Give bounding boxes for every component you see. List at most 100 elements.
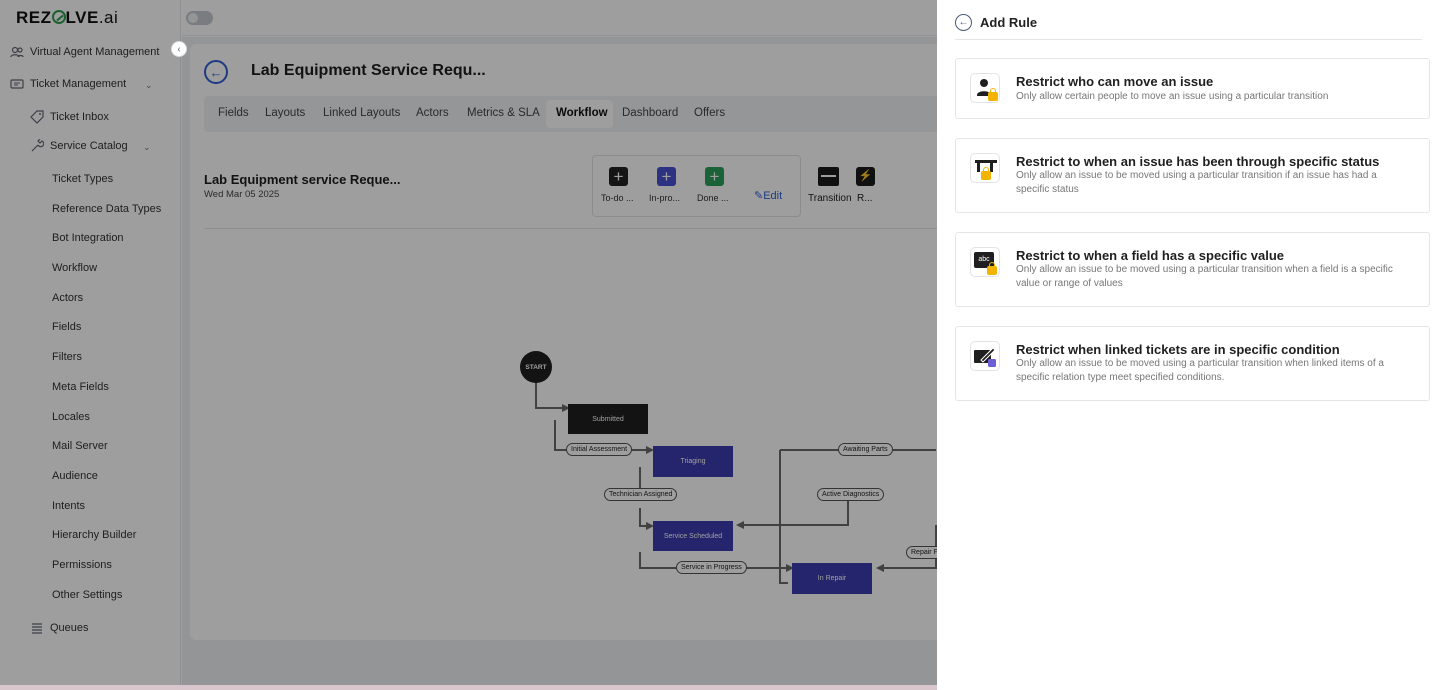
status-panel: [592, 155, 801, 217]
sidebar-subitem-reference-data-types[interactable]: Reference Data Types: [52, 203, 162, 215]
transition-initial-assessment[interactable]: Initial Assessment: [566, 443, 633, 456]
inprogress-status-label: In-pro...: [649, 193, 681, 203]
edit-button[interactable]: ✎Edit: [754, 190, 783, 202]
sidebar-item-ticket-management[interactable]: Ticket Management: [10, 77, 126, 91]
queues-icon: [32, 623, 42, 634]
add-todo-status-button[interactable]: +: [609, 167, 628, 186]
rule-title: Restrict to when a field has a specific …: [1016, 248, 1285, 263]
rules-button[interactable]: ⚡: [856, 167, 875, 186]
workflow-date: Wed Mar 05 2025: [204, 189, 280, 200]
todo-status-label: To-do ...: [601, 193, 634, 203]
theme-toggle[interactable]: [186, 11, 213, 25]
sidebar-subitem-mail-server[interactable]: Mail Server: [52, 440, 108, 452]
field-lock-icon: abc: [970, 247, 1000, 277]
sidebar-subitem-audience[interactable]: Audience: [52, 470, 98, 482]
tab-offers[interactable]: Offers: [694, 107, 726, 119]
workflow-node-service-scheduled[interactable]: Service Scheduled: [653, 521, 733, 551]
sidebar-subitem-actors[interactable]: Actors: [52, 292, 84, 304]
workflow-node-start[interactable]: START: [520, 351, 552, 383]
sidebar-subitem-permissions[interactable]: Permissions: [52, 559, 112, 571]
person-icon: [977, 79, 991, 96]
plus-icon: +: [709, 167, 720, 186]
edit-icon: ✎: [754, 190, 764, 202]
sidebar-subitem-filters[interactable]: Filters: [52, 351, 82, 363]
drawer-back-button[interactable]: ←: [955, 14, 972, 31]
edit-document-icon: [974, 347, 996, 367]
wrench-icon: [31, 139, 44, 152]
rule-description: Only allow an issue to be moved using a …: [1016, 264, 1393, 289]
tab-dashboard[interactable]: Dashboard: [622, 107, 679, 119]
sidebar-subitem-fields[interactable]: Fields: [52, 321, 82, 333]
modal-backdrop[interactable]: [0, 0, 937, 690]
add-done-status-button[interactable]: +: [705, 167, 724, 186]
rule-title: Restrict who can move an issue: [1016, 74, 1214, 89]
done-status-label: Done ...: [697, 193, 729, 203]
rule-option-restrict-field-value[interactable]: abc Restrict to when a field has a speci…: [955, 232, 1430, 307]
arrow-left-icon: ←: [209, 64, 223, 80]
sidebar-item-ticket-inbox[interactable]: Ticket Inbox: [30, 110, 109, 124]
divider: [955, 39, 1422, 40]
logo-o-icon: [51, 10, 66, 24]
rule-option-restrict-status[interactable]: Restrict to when an issue has been throu…: [955, 138, 1430, 213]
status-lock-icon: [970, 153, 1000, 183]
chevron-down-icon[interactable]: ⌄: [145, 80, 153, 90]
arrow-left-icon: ←: [958, 17, 969, 28]
lock-icon: [987, 262, 997, 275]
rule-option-restrict-linked-tickets[interactable]: Restrict when linked tickets are in spec…: [955, 326, 1430, 401]
bottom-strip: [0, 685, 937, 690]
workflow-node-submitted[interactable]: Submitted: [568, 404, 648, 434]
agents-icon: [10, 46, 24, 58]
transition-icon[interactable]: [818, 167, 839, 186]
drawer-title: Add Rule: [980, 15, 1038, 30]
add-inprogress-status-button[interactable]: +: [657, 167, 676, 186]
active-tab-indicator: [546, 100, 613, 128]
sidebar-collapse-button[interactable]: ‹: [171, 41, 187, 57]
rule-option-restrict-who[interactable]: Restrict who can move an issue Only allo…: [955, 58, 1430, 119]
person-lock-icon: [970, 73, 1000, 103]
transition-repair[interactable]: Repair Fi...: [906, 546, 940, 559]
rule-description: Only allow an issue to be moved using a …: [1016, 170, 1377, 195]
status-flow-icon: [975, 160, 997, 172]
chevron-down-icon[interactable]: ⌄: [143, 142, 151, 152]
top-bar: [182, 0, 940, 36]
divider: [204, 228, 944, 229]
workflow-name: Lab Equipment service Reque...: [204, 172, 401, 187]
rule-description: Only allow certain people to move an iss…: [1016, 91, 1329, 102]
sidebar-subitem-bot-integration[interactable]: Bot Integration: [52, 232, 124, 244]
workflow-node-triaging[interactable]: Triaging: [653, 446, 733, 477]
back-button[interactable]: ←: [204, 60, 228, 84]
sidebar-subitem-workflow[interactable]: Workflow: [52, 262, 98, 274]
lock-icon: [988, 88, 998, 101]
lock-icon: [981, 167, 991, 180]
tab-fields[interactable]: Fields: [218, 107, 249, 119]
rule-description: Only allow an issue to be moved using a …: [1016, 358, 1384, 383]
transition-label: Transition: [808, 193, 852, 204]
sidebar-subitem-other-settings[interactable]: Other Settings: [52, 589, 123, 601]
sidebar: [0, 0, 181, 690]
rule-title: Restrict to when an issue has been throu…: [1016, 154, 1380, 169]
ticket-icon: [10, 79, 24, 89]
tab-workflow[interactable]: Workflow: [556, 107, 608, 119]
tab-actors[interactable]: Actors: [416, 107, 449, 119]
sidebar-item-service-catalog[interactable]: Service Catalog: [30, 139, 128, 153]
rule-title: Restrict when linked tickets are in spec…: [1016, 342, 1340, 357]
sidebar-item-virtual-agent-management[interactable]: Virtual Agent Management: [10, 45, 159, 59]
transition-service-in-progress[interactable]: Service in Progress: [676, 561, 747, 574]
linked-edit-icon: [970, 341, 1000, 371]
sidebar-subitem-locales[interactable]: Locales: [52, 411, 90, 423]
sidebar-subitem-hierarchy-builder[interactable]: Hierarchy Builder: [52, 529, 137, 541]
sidebar-subitem-meta-fields[interactable]: Meta Fields: [52, 381, 109, 393]
sidebar-item-queues[interactable]: Queues: [30, 621, 89, 635]
sidebar-subitem-intents[interactable]: Intents: [52, 500, 86, 512]
sidebar-subitem-ticket-types[interactable]: Ticket Types: [52, 173, 114, 185]
workflow-node-in-repair[interactable]: In Repair: [792, 563, 872, 594]
tab-metrics-sla[interactable]: Metrics & SLA: [467, 107, 540, 119]
transition-technician-assigned[interactable]: Technician Assigned: [604, 488, 678, 501]
transition-active-diagnostics[interactable]: Active Diagnostics: [817, 488, 885, 501]
tab-linked-layouts[interactable]: Linked Layouts: [323, 107, 401, 119]
transition-awaiting-parts[interactable]: Awaiting Parts: [838, 443, 893, 456]
tab-layouts[interactable]: Layouts: [265, 107, 306, 119]
chevron-left-icon: ‹: [177, 43, 181, 55]
plus-icon: +: [661, 167, 672, 186]
